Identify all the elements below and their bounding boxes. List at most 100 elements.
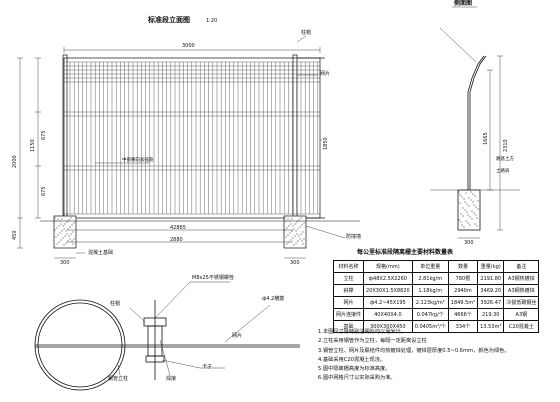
concrete-texture	[473, 204, 475, 206]
note-line: 1.本图尺寸除特别注明外均以毫米计。	[318, 329, 406, 335]
concrete-texture	[294, 223, 296, 225]
table-cell: 0.047kg/个	[411, 308, 449, 321]
concrete-texture	[290, 239, 292, 241]
table-cell: ф4.2~45X195	[363, 296, 413, 309]
concrete-texture	[56, 243, 58, 245]
concrete-texture	[60, 223, 62, 225]
concrete-texture	[292, 225, 294, 227]
table-cell: 基础	[332, 320, 365, 333]
concrete-texture	[66, 221, 68, 223]
concrete-texture	[475, 206, 477, 208]
concrete-texture	[73, 222, 75, 224]
concrete-texture	[463, 198, 465, 200]
concrete-texture	[69, 238, 71, 240]
table-row: 立柱 ф48X2.5X2260 2.81kg/m 780根 2191.80 A3…	[332, 272, 540, 285]
concrete-texture	[295, 230, 297, 232]
concrete-texture	[63, 244, 65, 246]
concrete-texture	[458, 191, 460, 193]
concrete-texture	[57, 234, 59, 236]
label-post-cap: 柱帽	[301, 30, 312, 36]
note-line: 6.图中网格尺寸以实际采购为准。	[318, 375, 396, 382]
concrete-texture	[300, 233, 302, 235]
side-base	[457, 189, 481, 231]
concrete-texture	[460, 221, 462, 223]
concrete-texture	[69, 226, 71, 228]
concrete-texture	[287, 218, 289, 220]
concrete-texture	[286, 243, 288, 245]
concrete-texture	[284, 217, 286, 219]
table-cell: 3469.20	[477, 284, 505, 297]
dim-total-height: 2000	[12, 155, 18, 168]
note-line: 3.钢管立柱、网片及联结件均热镀锌处理，镀锌层厚度0.5~0.6mm，颜色为绿色…	[318, 347, 510, 354]
concrete-texture	[65, 230, 67, 232]
dim-mesh-h3: 675	[41, 186, 47, 196]
table-cell: 3926.47	[477, 296, 505, 309]
concrete-texture	[55, 236, 57, 238]
concrete-texture	[296, 221, 298, 223]
concrete-texture	[466, 203, 468, 205]
side-view-title: 侧面图	[454, 0, 473, 7]
table-header-row: 材料名称 规格(mm) 单位重量 数量 重量(kg) 备注	[332, 260, 540, 273]
table-cell: 2191.80	[477, 272, 505, 285]
concrete-texture	[285, 236, 287, 238]
concrete-texture	[288, 225, 290, 227]
detail-post-tube-label: 钢管立柱	[108, 376, 129, 382]
table-cell: A3钢热镀锌	[503, 284, 540, 297]
side-note-dim: 2310	[503, 139, 509, 152]
concrete-texture	[293, 244, 295, 246]
concrete-texture	[467, 222, 469, 224]
table-cell: 立柱	[332, 272, 365, 285]
dim-mesh-h2: 675	[41, 130, 47, 140]
concrete-texture	[302, 243, 304, 245]
concrete-texture	[54, 229, 56, 231]
concrete-texture	[297, 228, 299, 230]
note-line: 4.基础采用C20混凝土现浇。	[318, 356, 386, 363]
concrete-texture	[473, 212, 475, 214]
concrete-texture	[464, 201, 466, 203]
concrete-texture	[62, 225, 64, 227]
concrete-texture	[462, 207, 464, 209]
concrete-texture	[293, 228, 295, 230]
concrete-texture	[470, 199, 472, 201]
concrete-texture	[468, 205, 470, 207]
concrete-texture	[72, 243, 74, 245]
side-shoulder-label: 土路肩	[496, 169, 510, 174]
concrete-texture	[477, 200, 479, 202]
concrete-texture	[472, 201, 474, 203]
concrete-texture	[67, 228, 69, 230]
dim-mesh-h1: 1150	[30, 139, 36, 152]
table-cell: 冷拔低碳钢丝	[503, 296, 540, 309]
concrete-texture	[290, 223, 292, 225]
table-cell: 网片连接件	[332, 308, 365, 321]
concrete-texture	[301, 240, 303, 242]
table-cell: ф48X2.5X2260	[363, 272, 413, 285]
concrete-texture	[461, 224, 463, 226]
concrete-texture	[71, 224, 73, 226]
fence-frame	[63, 57, 321, 219]
concrete-texture	[458, 219, 460, 221]
table-cell: C20混凝土	[503, 320, 540, 333]
concrete-texture	[287, 234, 289, 236]
concrete-texture	[469, 216, 471, 218]
table-cell: A3钢	[503, 308, 540, 321]
concrete-texture	[56, 227, 58, 229]
concrete-texture	[72, 231, 74, 233]
concrete-texture	[58, 225, 60, 227]
concrete-texture	[68, 219, 70, 221]
dim-bottom-width: 2880	[170, 237, 183, 243]
concrete-texture	[65, 242, 67, 244]
dim-foot-w: 300	[60, 260, 70, 266]
concrete-texture	[302, 231, 304, 233]
table-cell: 219.30	[477, 308, 505, 321]
table-row: 斜撑 20X30X1.5X8820 1.18kg/m 2940m 3469.20…	[332, 284, 540, 297]
table-cell: 2.81kg/m	[411, 272, 449, 285]
table-cell: 20X30X1.5X8820	[363, 284, 413, 297]
concrete-texture	[54, 217, 56, 219]
concrete-texture	[294, 235, 296, 237]
concrete-texture	[474, 223, 476, 225]
table-cell: 斜撑	[332, 284, 365, 297]
concrete-texture	[476, 217, 478, 219]
table-header-cell: 规格(mm)	[363, 260, 413, 273]
table-header-cell: 数量	[447, 260, 479, 273]
